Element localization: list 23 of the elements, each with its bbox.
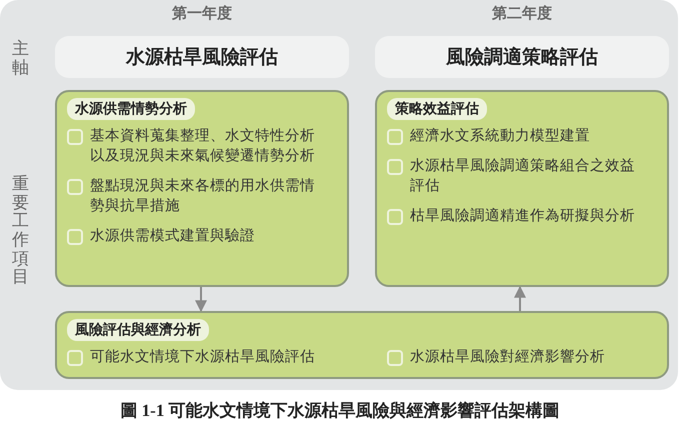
section-heading: 策略效益評估 [387, 98, 487, 120]
task-box [55, 90, 349, 287]
section-heading: 風險評估與經濟分析 [67, 319, 209, 341]
task-item: 經濟水文系統動力模型建置 [410, 126, 590, 146]
task-item: 水源供需模式建置與驗證 [90, 227, 255, 246]
task-item: 基本資料蒐集整理、水文特性分析以及現況與未來氣候變遷情勢分析 [90, 127, 316, 166]
year-label: 第二年度 [491, 4, 553, 23]
row-label: 主軸 [12, 40, 29, 78]
task-box [55, 311, 669, 379]
arrow [514, 286, 526, 311]
task-item: 枯旱風險調適精進作為研擬與分析 [410, 206, 635, 226]
task-item: 水源枯旱風險調適策略組合之效益評估 [410, 156, 636, 196]
section-heading: 水源供需情勢分析 [67, 98, 195, 120]
row-label: 重要工作項目 [12, 175, 29, 288]
task-item: 水源枯旱風險對經濟影響分析 [410, 348, 605, 367]
figure-caption: 圖 1-1 可能水文情境下水源枯旱風險與經濟影響評估架構圖 [119, 400, 561, 422]
heading-text: 風險調適策略評估 [446, 45, 598, 70]
year-label: 第一年度 [171, 4, 233, 23]
task-item: 可能水文情境下水源枯旱風險評估 [90, 348, 315, 367]
heading-text: 水源枯旱風險評估 [126, 45, 278, 70]
arrow [195, 287, 207, 312]
task-item: 盤點現況與未來各標的用水供需情勢與抗旱措施 [90, 177, 316, 216]
task-box [375, 90, 669, 287]
